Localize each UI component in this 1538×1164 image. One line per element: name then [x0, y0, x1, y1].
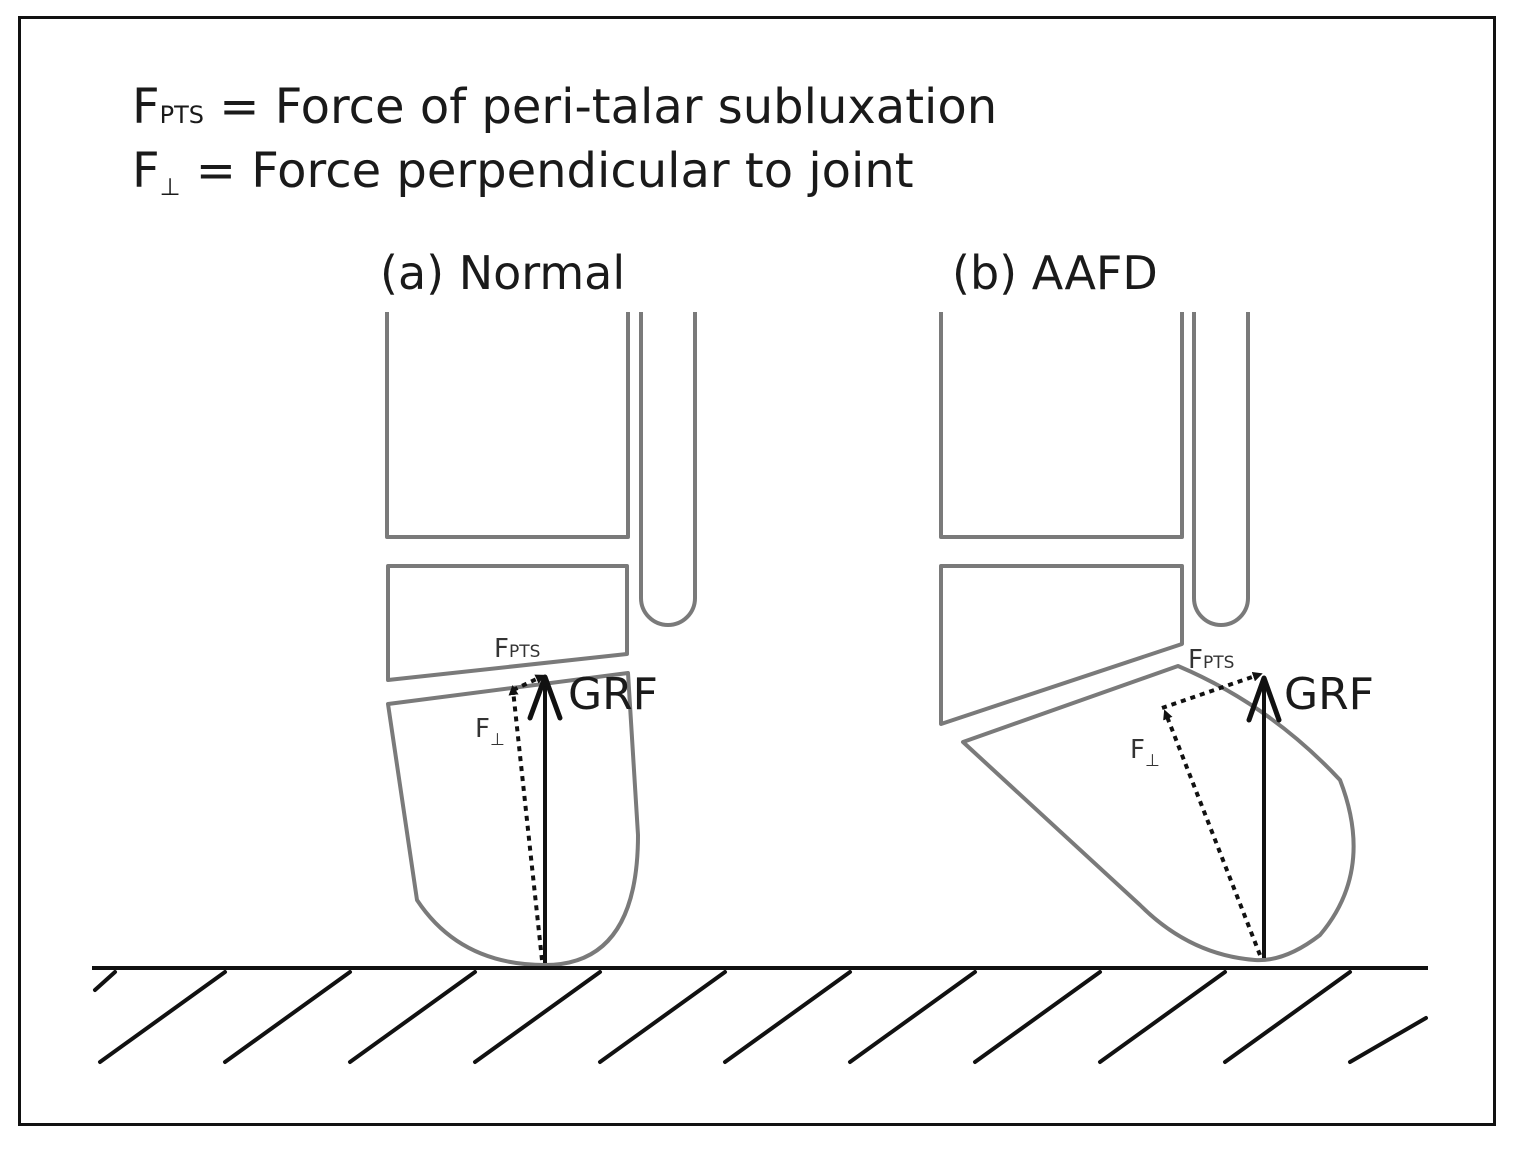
calcaneus-b — [961, 664, 1356, 963]
ground-hatching — [93, 970, 1428, 1064]
grf-label-b: GRF — [1284, 669, 1374, 720]
tibia-b — [939, 312, 1184, 539]
legend: FPTS = Force of peri-talar subluxation F… — [132, 79, 997, 201]
fperp-arrow-b — [1163, 709, 1262, 956]
panel-b-bones — [939, 312, 1356, 963]
fperp-label-a: F⊥ — [475, 714, 505, 750]
legend-line-2: F⊥ = Force perpendicular to joint — [132, 143, 914, 201]
talus-a — [386, 564, 629, 682]
grf-arrowhead-b — [1246, 675, 1282, 723]
panel-b-forces: GRF FPTS F⊥ — [1130, 645, 1374, 958]
panel-a-bones — [385, 312, 697, 967]
talus-b — [939, 564, 1184, 726]
panel-a-forces: GRF FPTS F⊥ — [475, 634, 658, 963]
calcaneus-a — [386, 671, 640, 967]
ground — [92, 966, 1428, 1064]
fpts-arrow-b — [1161, 671, 1263, 710]
panel-a-title: (a) Normal — [380, 246, 625, 300]
fperp-arrow-a — [508, 685, 544, 961]
panel-b-title: (b) AAFD — [952, 246, 1158, 300]
tibia-a — [385, 312, 630, 539]
grf-label-a: GRF — [568, 669, 658, 720]
fpts-label-b: FPTS — [1188, 645, 1234, 675]
fibula-a — [639, 312, 697, 627]
fpts-label-a: FPTS — [494, 634, 540, 664]
fperp-label-b: F⊥ — [1130, 735, 1160, 771]
fibula-b — [1192, 312, 1250, 627]
legend-line-1: FPTS = Force of peri-talar subluxation — [132, 79, 997, 135]
